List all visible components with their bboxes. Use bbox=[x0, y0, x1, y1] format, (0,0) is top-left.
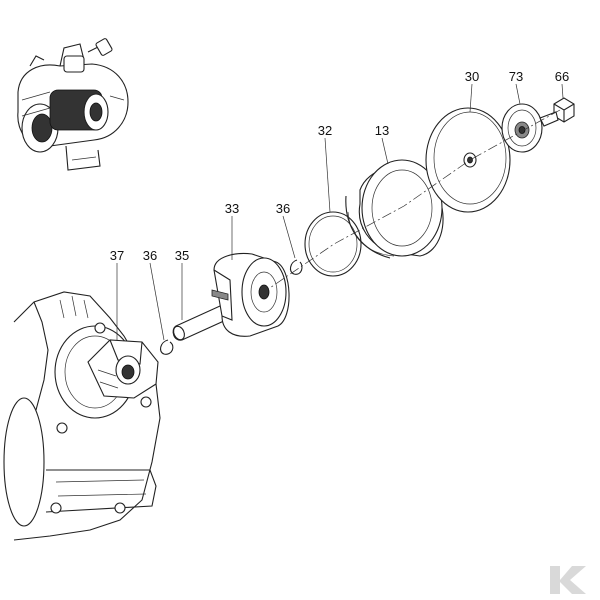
assembly-axis-line bbox=[263, 109, 561, 293]
callout-36-right: 36 bbox=[276, 201, 290, 216]
part-36-circlip-left bbox=[159, 339, 174, 355]
part-callouts: 37 36 35 33 36 32 13 30 73 66 bbox=[110, 69, 569, 263]
leader-lines bbox=[116, 83, 564, 341]
callout-33: 33 bbox=[225, 201, 239, 216]
callout-37: 37 bbox=[110, 248, 124, 263]
part-73-washer bbox=[501, 103, 543, 153]
brand-k-logo-icon bbox=[550, 566, 586, 594]
callout-13: 13 bbox=[375, 123, 389, 138]
pump-overview-thumbnail bbox=[17, 38, 129, 171]
part-32-o-ring bbox=[304, 211, 362, 277]
part-33-piston bbox=[211, 252, 290, 337]
callout-30: 30 bbox=[465, 69, 479, 84]
part-30-diaphragm bbox=[425, 107, 511, 213]
callout-66: 66 bbox=[555, 69, 569, 84]
part-35-piston-pin bbox=[172, 305, 230, 341]
part-66-bolt bbox=[539, 97, 575, 127]
callout-35: 35 bbox=[175, 248, 189, 263]
part-13-cylinder-sleeve bbox=[345, 159, 444, 259]
part-37-connecting-rod-head bbox=[87, 339, 159, 399]
callout-32: 32 bbox=[318, 123, 332, 138]
callout-73: 73 bbox=[509, 69, 523, 84]
part-36-circlip-right bbox=[289, 259, 303, 275]
pump-housing bbox=[3, 291, 161, 541]
callout-36-left: 36 bbox=[143, 248, 157, 263]
